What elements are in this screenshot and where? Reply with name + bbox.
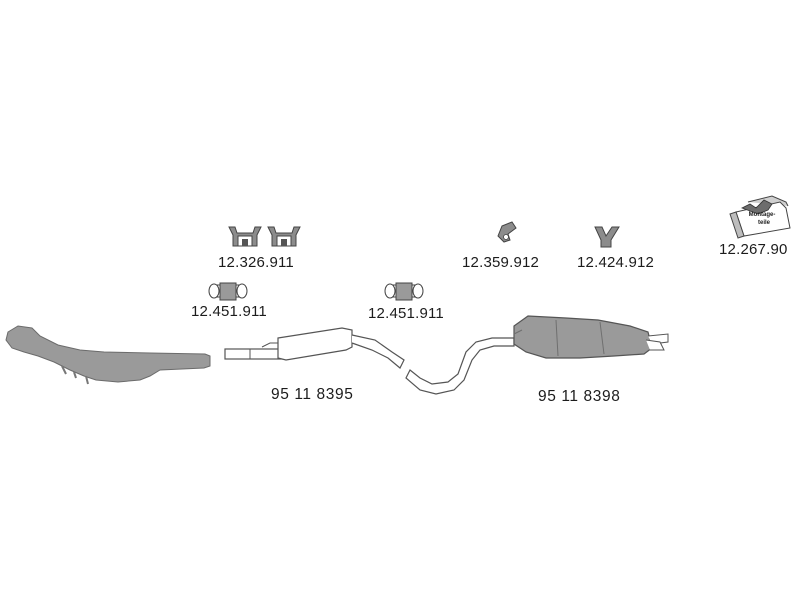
label-rear-silencer: 95 11 8398 <box>538 388 621 405</box>
label-hanger-bracket: 12.359.912 <box>462 254 540 271</box>
box-text-line1: Montage- <box>749 212 776 218</box>
label-y-hanger: 12.424.912 <box>577 254 655 271</box>
label-clamp-right: 12.451.911 <box>368 305 444 322</box>
label-front-silencer: 95 11 8395 <box>271 386 354 403</box>
y-hanger <box>594 226 620 248</box>
box-text-line2: teile <box>758 220 771 226</box>
label-mounting-kit: 12.267.90 <box>719 241 788 258</box>
label-clamp-left: 12.451.911 <box>191 303 267 320</box>
catalytic-converter <box>5 325 211 385</box>
label-rubber-hanger-pair: 12.326.911 <box>218 254 294 271</box>
rubber-hanger-pair <box>228 226 301 247</box>
hanger-bracket <box>497 221 517 243</box>
mounting-kit-box: Montage- teile <box>729 195 791 239</box>
front-silencer <box>224 327 405 369</box>
clamp-left <box>208 282 248 301</box>
clamp-right <box>384 282 424 301</box>
rear-silencer <box>405 315 669 395</box>
